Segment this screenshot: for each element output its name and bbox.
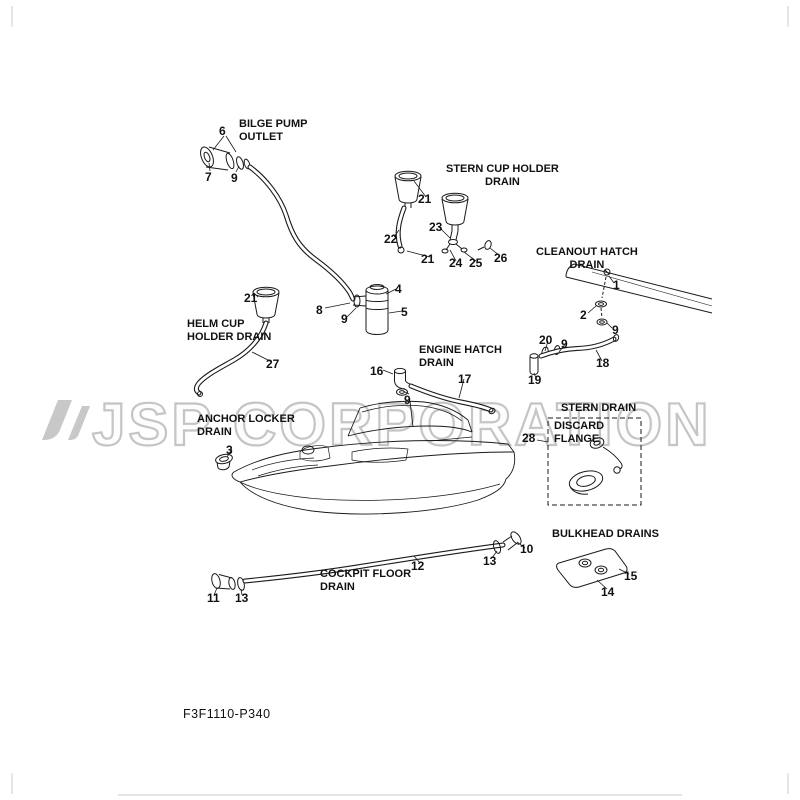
- callout-17: 17: [458, 372, 472, 386]
- callout-22: 22: [384, 232, 398, 246]
- corner-marks: [11, 6, 789, 796]
- bilge-hose-drawing: [247, 164, 356, 302]
- label-line: HOLDER DRAIN: [187, 331, 272, 343]
- label-line: COCKPIT FLOOR: [320, 568, 412, 580]
- callout-16: 16: [370, 364, 384, 378]
- callout-8: 8: [316, 303, 323, 317]
- label-line: DRAIN: [320, 581, 355, 593]
- callout-13: 13: [235, 591, 249, 605]
- label-line: DRAIN: [419, 357, 454, 369]
- callout-21: 21: [421, 252, 435, 266]
- callout-12: 12: [411, 559, 425, 573]
- stern-cup-holder-drawing: [394, 170, 492, 254]
- bulkhead-drains-drawing: [556, 548, 628, 588]
- callout-21: 21: [244, 291, 258, 305]
- label-line: BILGE PUMP: [239, 118, 308, 130]
- part-label-stern-drain: STERN DRAIN: [561, 402, 636, 415]
- callout-10: 10: [520, 542, 534, 556]
- callout-11: 11: [207, 591, 220, 605]
- callout-24: 24: [449, 256, 463, 270]
- callout-13: 13: [483, 554, 497, 568]
- part-label-bulkhead-drains: BULKHEAD DRAINS: [552, 528, 659, 541]
- callout-14: 14: [601, 585, 615, 599]
- anchor-locker-drain-drawing: [215, 453, 233, 471]
- jsp-logo: [34, 394, 92, 449]
- stern-drain-drawing: [547, 417, 642, 506]
- callout-15: 15: [624, 569, 638, 583]
- label-line: FLANGE: [554, 433, 600, 445]
- callout-9: 9: [404, 393, 411, 407]
- callout-20: 20: [539, 333, 553, 347]
- label-line: HELM CUP: [187, 318, 245, 330]
- callout-26: 26: [494, 251, 508, 265]
- label-line: DRAIN: [485, 176, 520, 188]
- callout-3: 3: [226, 443, 233, 457]
- leader-lines: [208, 135, 630, 596]
- cleanout-hatch-drawing: [529, 263, 713, 376]
- helm-cup-holder-drawing: [193, 286, 280, 397]
- callout-4: 4: [395, 282, 402, 296]
- callout-2: 2: [580, 308, 587, 322]
- callout-5: 5: [401, 305, 408, 319]
- callout-9: 9: [612, 323, 619, 337]
- cockpit-floor-drain-drawing: [211, 531, 522, 591]
- callout-27: 27: [266, 357, 280, 371]
- callout-1: 1: [613, 278, 620, 292]
- callout-7: 7: [205, 170, 212, 184]
- label-line: DISCARD: [554, 420, 605, 432]
- callout-9: 9: [231, 171, 238, 185]
- label-line: STERN CUP HOLDER: [446, 163, 559, 175]
- callout-23: 23: [429, 220, 443, 234]
- label-line: BULKHEAD DRAINS: [552, 528, 659, 540]
- callout-18: 18: [596, 356, 610, 370]
- label-line: STERN DRAIN: [561, 402, 637, 414]
- callout-21: 21: [418, 192, 432, 206]
- callout-6: 6: [219, 124, 226, 138]
- label-line: OUTLET: [239, 131, 283, 143]
- part-code: F3F1110-P340: [183, 707, 271, 721]
- bilge-pump-drawing: [352, 284, 389, 336]
- label-line: ANCHOR LOCKER: [197, 413, 295, 425]
- callout-28: 28: [522, 431, 536, 445]
- callout-9: 9: [341, 312, 348, 326]
- label-line: DRAIN: [197, 426, 232, 438]
- label-line: DRAIN: [569, 259, 605, 271]
- engine-hatch-drain-drawing: [394, 367, 496, 415]
- callout-25: 25: [469, 256, 483, 270]
- boat-hull-drawing: [231, 400, 516, 515]
- callout-19: 19: [528, 373, 542, 387]
- callout-9: 9: [561, 337, 568, 351]
- label-line: ENGINE HATCH: [419, 344, 502, 356]
- label-line: CLEANOUT HATCH: [536, 246, 638, 258]
